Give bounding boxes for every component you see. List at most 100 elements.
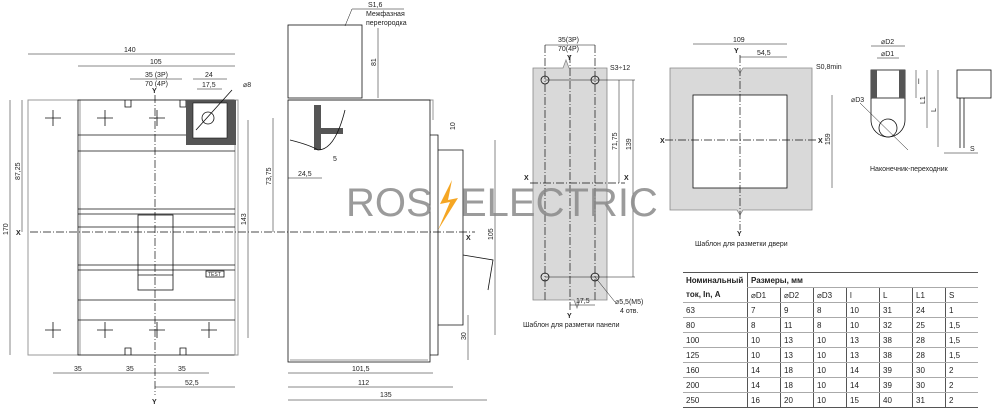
watermark-ros: ROS [346,181,433,225]
table-cell: 200 [683,377,748,393]
table-cell: 10 [747,332,781,348]
lug-L: L [931,108,938,112]
table-cell: 1,5 [945,317,978,333]
table-cell: 7 [747,302,781,318]
lug-s: S [970,146,975,153]
lug-L1: L1 [920,96,927,104]
table-cell: 1,5 [945,332,978,348]
watermark-logo: ROS ELECTRIC [346,180,658,230]
dim-139: 139 [626,138,633,150]
side-view: S1,6 Межфазная перегородка 81 10 5 24,5 … [266,2,496,401]
dim-54-5: 54,5 [757,50,771,57]
partition-label-2: перегородка [366,20,407,27]
dim-52-5: 52,5 [185,380,199,387]
table-cell: 11 [780,317,814,333]
dim-73-75: 73,75 [266,167,273,185]
lug-d2: ⌀D2 [881,39,894,46]
panel-axis-x-left: X [524,175,529,182]
table-cell: 13 [780,332,814,348]
table-cell: 100 [683,332,748,348]
table-cell: 24 [912,302,946,318]
table-cell: 28 [912,347,946,363]
col-l: l [846,287,880,303]
partition-thickness: S1,6 [368,2,383,9]
table-cell: 125 [683,347,748,363]
dim-17-5: 17,5 [202,82,216,89]
table-cell: 8 [813,317,847,333]
dim-143: 143 [241,213,248,225]
panel-axis-y-top: Y [567,55,572,62]
dim-35-a: 35 [74,366,82,373]
partition-label-1: Межфазная [366,11,405,18]
table-cell: 38 [879,332,913,348]
table-cell: 14 [846,362,880,378]
table-cell: 40 [879,392,913,408]
table-cell: 31 [879,302,913,318]
table-cell: 2 [945,392,978,408]
table-cell: 32 [879,317,913,333]
table-cell: 31 [912,392,946,408]
table-cell: 38 [879,347,913,363]
lug-caption: Наконечник-переходник [870,166,949,173]
panel-hole-count: 4 отв. [620,308,639,315]
panel-template: 35(3P) 70(4P) Y S3÷12 71,75 139 X X 17,5… [523,37,643,329]
panel-pitch-3p: 35(3P) [558,37,579,44]
table-cell: 18 [780,362,814,378]
table-cell: 63 [683,302,748,318]
front-view: TEST X Y Y 140 105 35 (3P) 70 (4P) 24 17… [3,47,475,406]
dim-105: 105 [488,228,495,240]
table-cell: 10 [813,347,847,363]
watermark-electric: ELECTRIC [460,181,658,225]
dim-pitch-4p: 70 (4P) [145,81,168,88]
dim-24: 24 [205,72,213,79]
table-cell: 16 [747,392,781,408]
door-axis-x-right: X [818,138,823,145]
table-cell: 13 [780,347,814,363]
dim-35-b: 35 [126,366,134,373]
dim-pitch-3p: 35 (3P) [145,72,168,79]
table-cell: 250 [683,392,748,408]
table-cell: 160 [683,362,748,378]
axis-x-label: X [16,230,21,237]
table-cell: 15 [846,392,880,408]
dim-159: 159 [825,133,832,145]
side-axis-x-label: X [466,235,471,242]
lug-d3: ⌀D3 [851,97,864,104]
table-cell: 1,5 [945,347,978,363]
lug-d1: ⌀D1 [881,51,894,58]
table-cell: 9 [780,302,814,318]
door-template: 109 54,5 Y S0,8min 159 X X Y Шаблон для … [660,37,842,248]
table-cell: 80 [683,317,748,333]
door-axis-x-left: X [660,138,665,145]
dim-109: 109 [733,37,745,44]
col-d3: ⌀D3 [813,287,847,303]
door-axis-y-top: Y [734,48,739,55]
table-cell: 10 [846,317,880,333]
table-cell: 25 [912,317,946,333]
lug-l: l [918,79,920,86]
axis-y-top-label: Y [152,88,157,95]
table-cell: 28 [912,332,946,348]
table-cell: 30 [912,377,946,393]
table-cell: 30 [912,362,946,378]
dim-5: 5 [333,156,337,163]
header-current-line1: Номинальный [686,275,744,285]
table-cell: 10 [747,347,781,363]
test-button-label: TEST [208,272,221,278]
axis-y-bottom-label: Y [152,399,157,406]
cable-lug: ⌀D2 ⌀D1 ⌀D3 l L1 L S Наконечник-переходн… [851,39,992,173]
header-dims: Размеры, мм [747,272,978,288]
dim-140: 140 [124,47,136,54]
panel-thickness: S3÷12 [610,65,630,72]
table-cell: 10 [813,392,847,408]
dim-81: 81 [371,58,378,66]
table-cell: 10 [846,302,880,318]
dim-135: 135 [380,392,392,399]
panel-axis-x-right: X [624,175,629,182]
col-d1: ⌀D1 [747,287,781,303]
col-L: L [879,287,913,303]
